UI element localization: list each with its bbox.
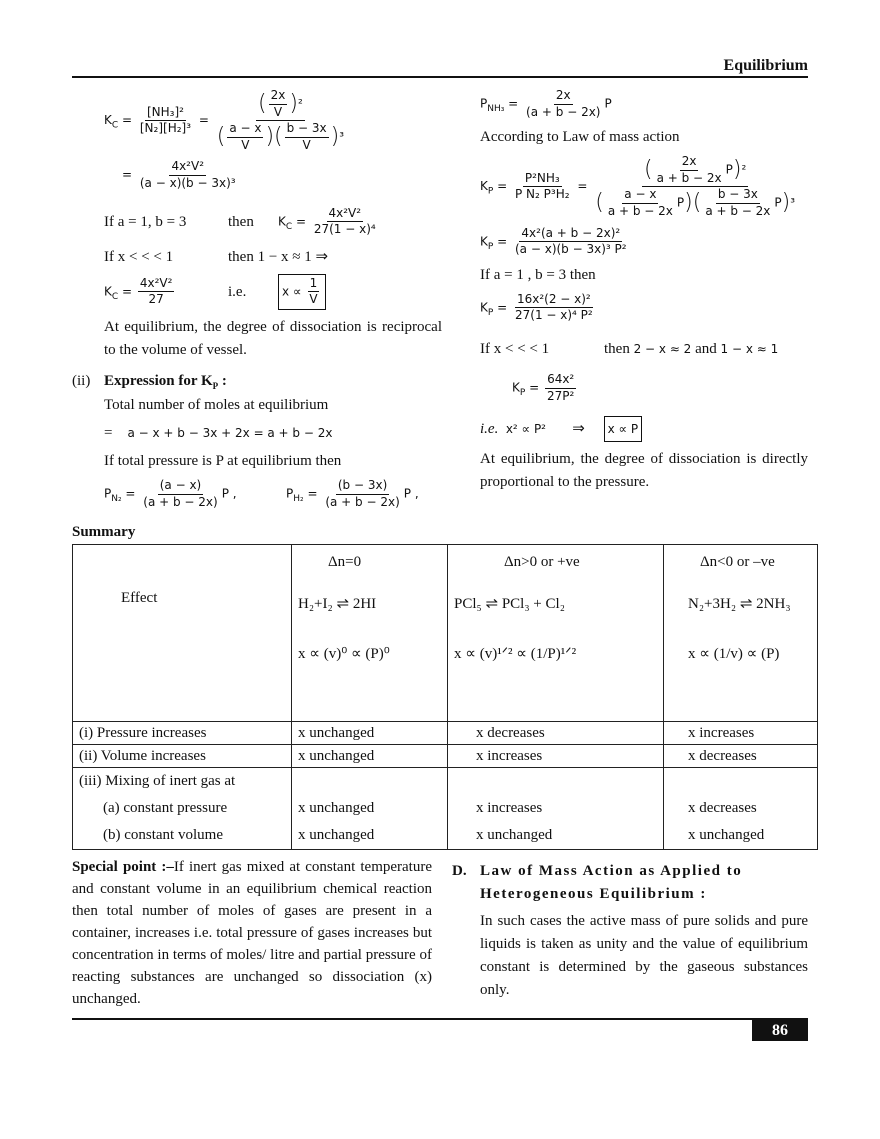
if-x-small-right-row: If x < < < 1 then 2 − x ≈ 2 and 1 − x ≈ …	[480, 338, 808, 360]
special-point: Special point :–If inert gas mixed at co…	[72, 859, 432, 1008]
relation: x ∝ (1/v) ∝ (P)	[688, 646, 780, 663]
kp-heading: Expression for KP :	[104, 372, 227, 391]
total-pressure-text: If total pressure is P at equilibrium th…	[104, 452, 342, 469]
bottom-section: Special point :–If inert gas mixed at co…	[72, 856, 808, 1010]
ie-label: i.e.	[228, 283, 247, 300]
cell: x unchanged	[291, 721, 448, 746]
dn-header: Δn<0 or –ve	[700, 554, 775, 571]
pn2-equation: PN₂ = (a − x)(a + b − 2x)P ,	[104, 477, 237, 509]
reaction: PCl₅ ⇌ PCl₃ + Cl₂	[454, 596, 565, 613]
section-d: D. Law of Mass Action as Applied to Hete…	[452, 856, 808, 1010]
row-label: (ii) Volume increases	[72, 744, 292, 769]
cell: x unchanged	[291, 744, 448, 769]
reaction: H₂+I₂ ⇌ 2HI	[298, 596, 377, 613]
pressure-conclusion: At equilibrium, the degree of dissociati…	[480, 451, 808, 491]
summary-title: Summary	[72, 524, 136, 541]
row-label: (iii) Mixing of inert gas at(a) constant…	[72, 767, 292, 851]
cell: x decreases	[663, 744, 818, 769]
footer-rule	[72, 1018, 808, 1021]
then-label: then	[228, 213, 254, 230]
table-row-inert: (iii) Mixing of inert gas at(a) constant…	[72, 767, 818, 851]
if-x-small-right: If x < < < 1	[480, 340, 550, 357]
chapter-title: Equilibrium	[723, 57, 808, 74]
section-d-title: Law of Mass Action as Applied to Heterog…	[480, 863, 743, 903]
kp-simplified: KP = 4x²(a + b − 2x)²(a − x)(b − 3x)³ P²	[480, 225, 627, 257]
dn-header: Δn>0 or +ve	[504, 554, 580, 571]
total-moles-text: Total number of moles at equilibrium	[104, 396, 329, 413]
volume-conclusion: At equilibrium, the degree of dissociati…	[104, 318, 442, 358]
x-prop-p: i.e. x² ∝ P² ⇒ x ∝ P	[480, 416, 808, 443]
relation: x ∝ (v)¹ᐟ² ∝ (1/P)¹ᐟ²	[454, 646, 577, 663]
reaction: N₂+3H₂ ⇌ 2NH₃	[688, 596, 791, 613]
approx-text: then 1 − x ≈ 1 ⇒	[228, 248, 329, 265]
item-ii-number: (ii)	[72, 372, 91, 389]
if-x-small-row: If x < < < 1 then 1 − x ≈ 1 ⇒	[72, 246, 442, 268]
partial-pressures-row: PN₂ = (a − x)(a + b − 2x)P , PH₂ = (b − …	[72, 478, 442, 510]
kc-simplified: = 4x²V²(a − x)(b − 3x)³	[122, 159, 236, 190]
moles-expression: = a − x + b − 3x + 2x = a + b − 2x	[104, 424, 333, 441]
cell: x increases	[447, 744, 664, 769]
pnh3-equation: PNH₃ = 2x(a + b − 2x)P	[480, 88, 612, 119]
approx-right: then 2 − x ≈ 2 and 1 − x ≈ 1	[604, 340, 779, 357]
if-x-small: If x < < < 1	[104, 248, 174, 265]
if-a1-b3-right: If a = 1 , b = 3 then	[480, 266, 596, 283]
section-d-text: In such cases the active mass of pure so…	[480, 913, 808, 999]
effect-header: Effect	[72, 544, 292, 723]
cell: x decreases	[447, 721, 664, 746]
ph2-equation: PH₂ = (b − 3x)(a + b − 2x)P ,	[286, 477, 419, 509]
if-a1-b3: If a = 1, b = 3	[104, 213, 187, 230]
relation: x ∝ (v)⁰ ∝ (P)⁰	[298, 646, 390, 663]
dn-header: Δn=0	[328, 554, 362, 571]
law-mass-action: According to Law of mass action	[480, 129, 680, 146]
row-label: (i) Pressure increases	[72, 721, 292, 746]
kp-heading-row: (ii) Expression for KP :	[72, 370, 442, 392]
cell: x increases	[663, 721, 818, 746]
header: Equilibrium	[72, 56, 808, 76]
section-d-heading: D. Law of Mass Action as Applied to Hete…	[452, 856, 808, 906]
header-rule	[72, 76, 808, 78]
section-d-letter: D.	[452, 863, 467, 880]
page-number: 86	[752, 1020, 808, 1042]
right-column: PNH₃ = 2x(a + b − 2x)P According to Law …	[480, 82, 808, 510]
